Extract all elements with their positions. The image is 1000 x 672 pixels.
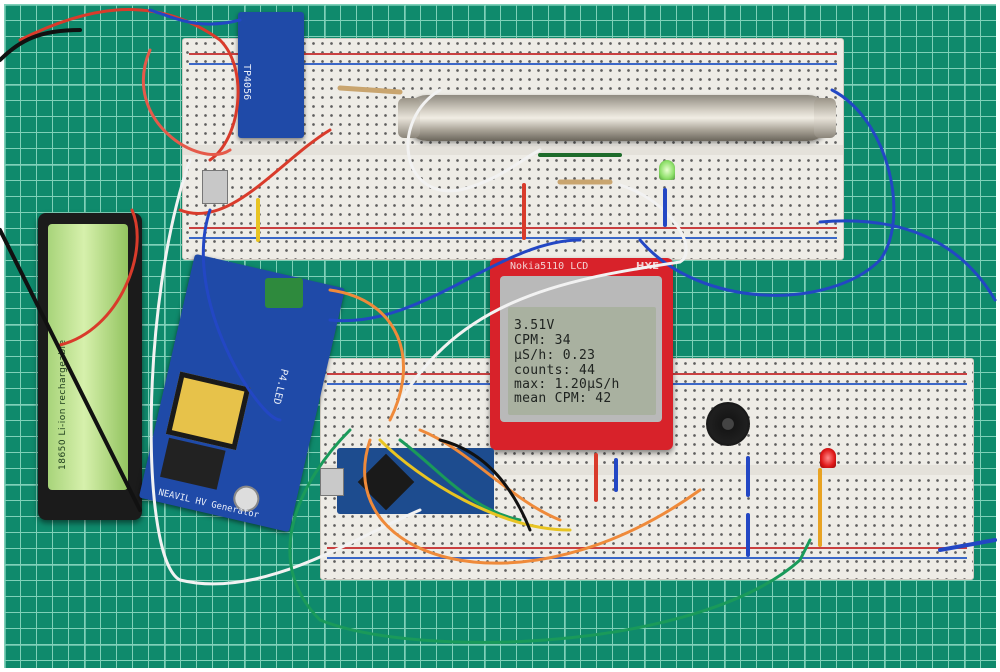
wire-blue-4 xyxy=(328,238,582,323)
wire-white-3 xyxy=(149,158,422,586)
wire-black-2 xyxy=(0,228,142,512)
red-led xyxy=(820,448,836,468)
wire-white-1 xyxy=(406,88,542,193)
geiger-tube xyxy=(405,95,830,141)
wire-green-2 xyxy=(398,438,522,522)
wire-blue-10 xyxy=(938,538,997,552)
usb-connector xyxy=(320,468,344,496)
wire-red-3 xyxy=(58,208,139,347)
wire-green-1 xyxy=(288,428,812,644)
wire-red-1 xyxy=(18,8,240,162)
wire-black-1 xyxy=(0,28,82,62)
lcd-voltage: 3.51V xyxy=(514,318,555,333)
wire-blue-1 xyxy=(148,8,242,26)
green-led xyxy=(659,160,675,180)
wire-red-4 xyxy=(178,128,332,216)
lcd-mean-cpm: mean CPM: 42 xyxy=(514,391,612,406)
wire-orange-3 xyxy=(418,428,562,522)
wire-white-2 xyxy=(388,183,688,422)
wire-orange-2 xyxy=(363,438,702,565)
wire-blue-3 xyxy=(818,219,997,302)
power-switch xyxy=(202,170,228,204)
buzzer xyxy=(706,402,750,446)
charger-module: TP4056 xyxy=(238,12,304,138)
lcd-counts: counts: 44 xyxy=(514,363,596,378)
lcd-cpm: CPM: 34 xyxy=(514,333,571,348)
wire-black-3 xyxy=(438,438,532,532)
tube-end-left xyxy=(398,98,420,138)
lcd-screen xyxy=(508,307,656,415)
wire-yellow-2 xyxy=(378,438,572,532)
resistor-1 xyxy=(337,85,403,95)
wire-orange-1 xyxy=(328,288,405,422)
wire-blue-5 xyxy=(201,208,282,422)
wire-red-2 xyxy=(141,48,232,156)
tube-end-right xyxy=(814,98,836,138)
screw-terminal xyxy=(265,278,303,308)
lcd-title: Nokia5110 LCD xyxy=(510,261,589,272)
lcd-dose-rate: µS/h: 0.23 xyxy=(514,348,596,363)
lcd-max: max: 1.20µS/h xyxy=(514,377,620,392)
wire-blue-2 xyxy=(638,88,896,297)
